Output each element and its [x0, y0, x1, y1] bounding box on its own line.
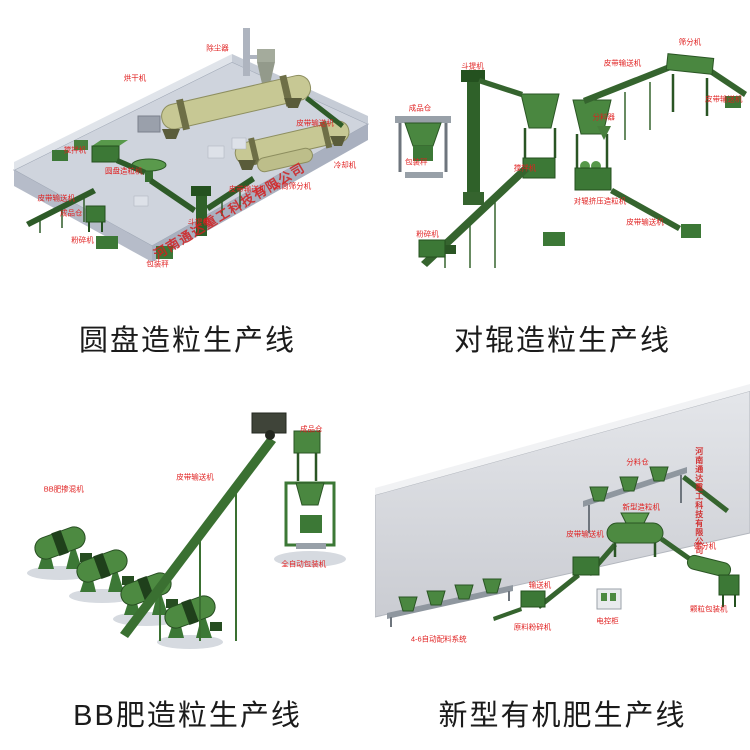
granulator	[606, 512, 664, 557]
machine-box-2	[681, 224, 701, 238]
incline-conveyor	[120, 437, 276, 641]
bb-mixer-2	[76, 549, 134, 592]
control-cabinet	[596, 588, 622, 610]
concrete-blocks	[133, 137, 247, 207]
feeder-machine	[572, 556, 600, 576]
bucket-elevator	[461, 70, 485, 205]
screen-drum	[257, 147, 313, 173]
screening-machine	[665, 53, 715, 116]
diagram-bb-fertilizer: BB肥掺混机皮带输送机成品仓全自动包装机	[0, 375, 375, 675]
diagram-roller-granulation: 斗提机皮带输送机筛分机皮带输送机分料器成品仓包装秤搅拌机对辊挤压造粒机皮带输送机…	[375, 0, 750, 300]
panel-bb-fertilizer-line: BB肥掺混机皮带输送机成品仓全自动包装机 BB肥造粒生产线	[0, 375, 375, 750]
bb-line-drawing	[27, 412, 346, 649]
caption-roller-granulation-line: 对辊造粒生产线	[453, 324, 671, 357]
machine-box	[543, 232, 565, 246]
disc-line-drawing	[12, 28, 370, 262]
back-machines	[52, 140, 88, 161]
conveyors	[26, 96, 344, 227]
product-bin	[293, 430, 321, 481]
mixer	[91, 140, 128, 163]
packing-machine	[718, 574, 740, 607]
crusher	[418, 239, 456, 258]
mixer	[522, 157, 556, 179]
factory-wall	[375, 384, 750, 618]
bucket-elevator	[191, 186, 211, 236]
dryer-drum	[161, 74, 312, 139]
roller-granulator	[574, 161, 612, 191]
diagram-disc-granulation: 河南通达重工科技有限公司 除尘器烘干机皮带输送机冷却机滚筒筛分机搅拌机圆盘造粒机…	[0, 0, 375, 300]
crusher	[96, 236, 118, 249]
crusher	[520, 590, 546, 608]
caption-bb-fertilizer-line: BB肥造粒生产线	[73, 699, 302, 732]
caption-disc-granulation-line: 圆盘造粒生产线	[78, 324, 296, 357]
diagram-organic-fertilizer: 河南通达重工科技有限公司 分料仓新型造粒机皮带输送机筛分机颗粒包装机电控柜输送机…	[375, 375, 750, 675]
panel-disc-granulation-line: 河南通达重工科技有限公司 除尘器烘干机皮带输送机冷却机滚筒筛分机搅拌机圆盘造粒机…	[0, 0, 375, 375]
conveyor-legs	[39, 188, 241, 233]
distributor	[597, 126, 611, 140]
conveyor-drive	[251, 412, 287, 440]
product-bin	[85, 205, 106, 232]
distribution-bins	[583, 466, 687, 533]
side-bin	[725, 96, 741, 108]
packing-station	[395, 116, 451, 178]
bb-mixer-1	[34, 526, 92, 569]
conveyors	[421, 64, 747, 267]
screening-drum	[686, 554, 732, 578]
panel-organic-fertilizer-line: 河南通达重工科技有限公司 分料仓新型造粒机皮带输送机筛分机颗粒包装机电控柜输送机…	[375, 375, 750, 750]
caption-organic-fertilizer-line: 新型有机肥生产线	[438, 699, 687, 732]
company-watermark: 河南通达重工科技有限公司	[694, 447, 704, 555]
batching-system	[387, 578, 513, 627]
hoppers	[520, 93, 612, 168]
organic-line-drawing	[375, 384, 750, 627]
hot-air-furnace	[137, 115, 161, 133]
bb-mixer-4	[164, 595, 222, 638]
roller-line-drawing	[395, 53, 747, 268]
packing-scale	[156, 246, 173, 259]
bagging-machine	[284, 481, 336, 549]
conveyor-legs	[444, 82, 651, 268]
panel-roller-granulation-line: 斗提机皮带输送机筛分机皮带输送机分料器成品仓包装秤搅拌机对辊挤压造粒机皮带输送机…	[375, 0, 750, 375]
